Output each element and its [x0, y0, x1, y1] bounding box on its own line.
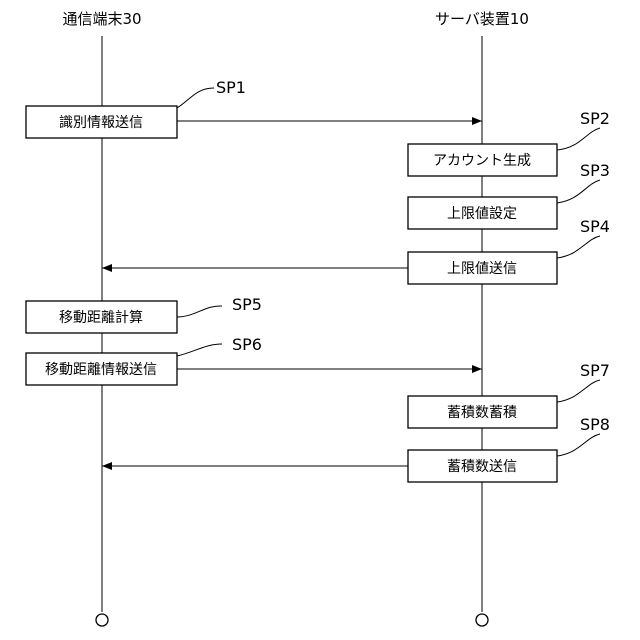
step-sp3-leader: [557, 180, 600, 203]
step-sp2-text: アカウント生成: [433, 153, 531, 169]
step-sp5-text: 移動距離計算: [59, 309, 143, 326]
step-sp5: 移動距離計算 SP5: [26, 295, 262, 333]
step-sp5-label: SP5: [232, 295, 262, 314]
step-sp6-label: SP6: [232, 335, 262, 354]
step-sp5-leader: [177, 306, 222, 317]
step-sp8-text: 蓄積数送信: [447, 459, 517, 475]
step-sp2-leader: [557, 128, 600, 150]
server-lifeline-end: [476, 614, 488, 626]
step-sp1-leader: [177, 88, 214, 108]
step-sp6: 移動距離情報送信 SP6: [26, 335, 482, 385]
step-sp8-label: SP8: [580, 415, 610, 434]
step-sp4-leader: [557, 236, 600, 258]
step-sp1-label: SP1: [216, 78, 246, 97]
step-sp6-text: 移動距離情報送信: [45, 361, 157, 378]
step-sp3-label: SP3: [580, 161, 610, 180]
terminal-lifeline-title: 通信端末30: [62, 10, 141, 28]
step-sp4-label: SP4: [580, 217, 610, 236]
terminal-lifeline-end: [96, 614, 108, 626]
step-sp4-text: 上限値送信: [447, 261, 517, 277]
step-sp7-text: 蓄積数蓄積: [447, 405, 517, 421]
step-sp7-label: SP7: [580, 361, 610, 380]
step-sp2-label: SP2: [580, 109, 610, 128]
step-sp8-leader: [557, 434, 600, 456]
step-sp7-leader: [557, 380, 600, 402]
step-sp1-text: 識別情報送信: [59, 115, 143, 131]
step-sp6-leader: [177, 344, 222, 356]
step-sp1: 識別情報送信 SP1: [26, 78, 482, 138]
server-lifeline-title: サーバ装置10: [435, 10, 529, 28]
step-sp3-text: 上限値設定: [447, 206, 517, 222]
